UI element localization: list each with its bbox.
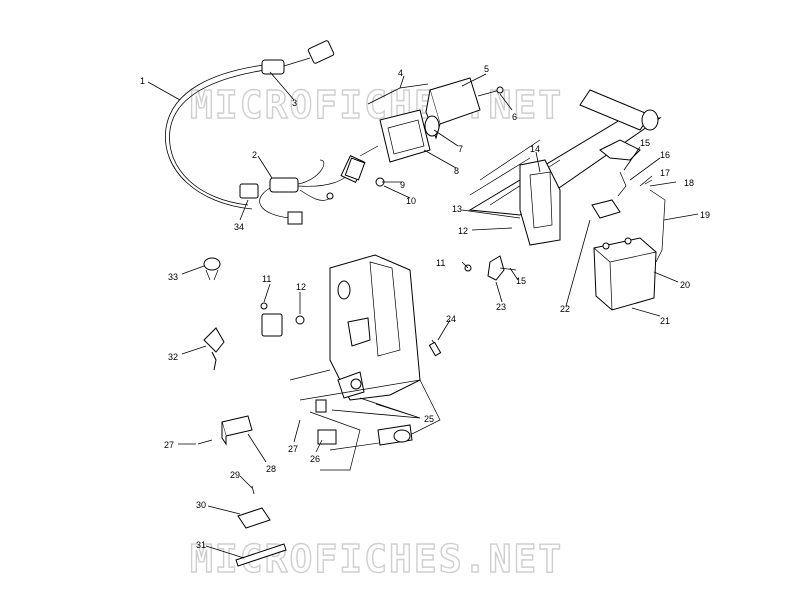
callout-13: 13 [452,204,462,214]
callout-17: 17 [660,168,670,178]
callout-7: 7 [458,144,463,154]
leader-lines [147,71,699,559]
decal-31 [235,543,287,567]
callout-20: 20 [680,280,690,290]
callout-14: 14 [530,144,540,154]
reflector-28 [197,415,253,446]
callout-34: 34 [234,222,244,232]
callout-12a: 12 [296,282,306,292]
center-bracket [289,254,442,471]
bracket-23 [464,255,517,281]
callout-8: 8 [454,166,459,176]
callout-26: 26 [310,454,320,464]
speedo-cable [164,40,335,210]
callout-11a: 11 [262,274,271,284]
callout-16: 16 [660,150,670,160]
tail-light [344,77,504,187]
callout-4: 4 [398,68,403,78]
callout-27a: 27 [164,440,174,450]
callout-22: 22 [560,304,570,314]
callout-30: 30 [196,500,206,510]
battery [591,171,666,311]
callout-labels: 1 2 3 4 5 6 7 8 9 10 11 11 12 12 13 14 1… [140,64,710,550]
callout-21: 21 [660,316,670,326]
callout-12b: 12 [458,226,468,236]
watermark-top: MICROFICHES.NET [190,83,563,127]
plate-30 [237,485,271,529]
frame-rear [468,89,662,246]
callout-27b: 27 [288,444,298,454]
callout-5: 5 [484,64,489,74]
callout-23: 23 [496,302,506,312]
clip-33 [203,257,221,281]
callout-29: 29 [230,470,240,480]
callout-31: 31 [196,540,206,550]
callout-33: 33 [168,272,178,282]
callout-3: 3 [292,98,297,108]
relay [260,302,305,337]
callout-9: 9 [400,180,405,190]
callout-32: 32 [168,352,178,362]
callout-6: 6 [512,112,517,122]
callout-18: 18 [684,178,694,188]
callout-25: 25 [424,414,434,424]
callout-11b: 11 [436,258,445,268]
callout-28: 28 [266,464,276,474]
callout-2: 2 [252,150,257,160]
callout-24: 24 [446,314,456,324]
callout-1: 1 [140,76,145,86]
connector-32 [203,327,225,371]
callout-10: 10 [406,196,416,206]
callout-19: 19 [700,210,710,220]
callout-15a: 15 [640,138,650,148]
callout-15b: 15 [516,276,526,286]
